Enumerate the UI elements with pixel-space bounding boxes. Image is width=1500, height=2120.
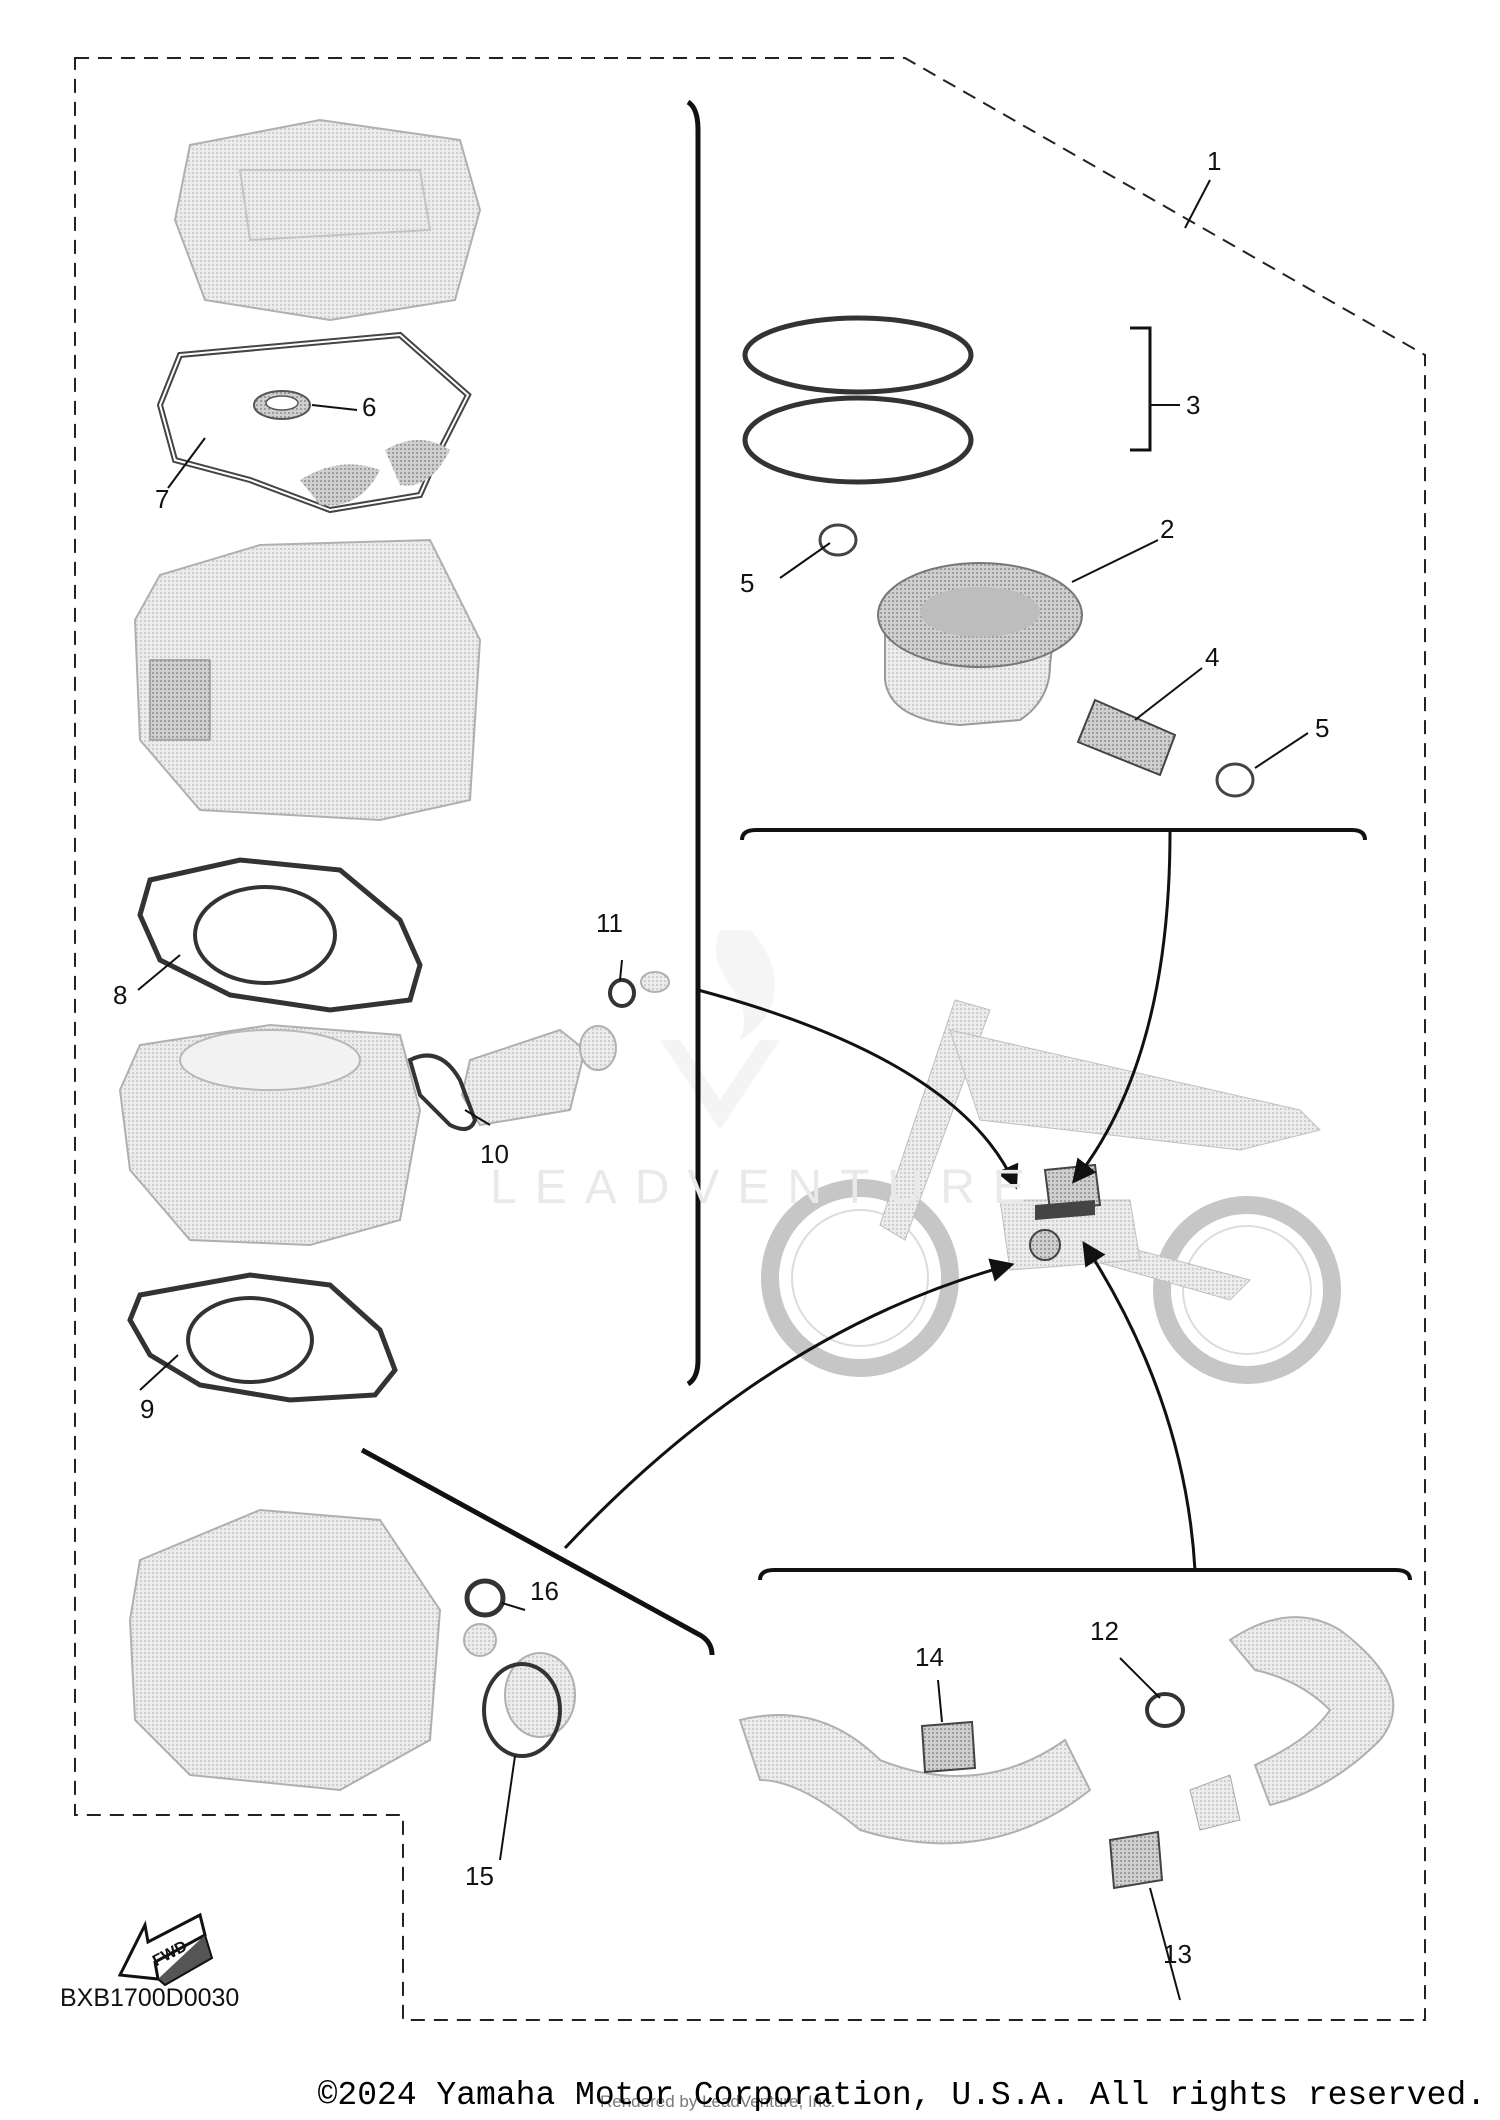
divider-piston-group xyxy=(740,828,1367,841)
leader-lines xyxy=(137,179,1309,2001)
water-pump-cover xyxy=(128,1508,576,1792)
o-ring-12 xyxy=(1145,1692,1185,1728)
thermostat-housing xyxy=(460,971,670,1127)
arrow-from-hose-group xyxy=(1082,1240,1197,1571)
callout-13: 13 xyxy=(1163,1939,1192,1969)
spark-plug-seal xyxy=(253,390,311,420)
o-ring-11 xyxy=(608,978,636,1008)
gasket-15 xyxy=(482,1662,562,1758)
ring-bracket xyxy=(1130,326,1152,452)
cylinder-base-gasket-bore xyxy=(186,1296,314,1384)
callout-3: 3 xyxy=(1186,390,1200,420)
divider-left-vertical xyxy=(686,99,701,1387)
cylinder-base-gasket xyxy=(127,1272,398,1403)
callout-7: 7 xyxy=(155,484,169,514)
callout-11: 11 xyxy=(596,908,623,938)
callout-5-right: 5 xyxy=(1315,713,1329,743)
rendered-by-credit: Rendered by LeadVenture, Inc. xyxy=(600,2092,836,2111)
circlip-right xyxy=(1215,762,1255,798)
arrow-from-cover-group xyxy=(563,1258,1015,1550)
callout-6: 6 xyxy=(362,392,376,422)
radiator-hoses xyxy=(738,1616,1395,1845)
hose-joint-14 xyxy=(920,1720,977,1774)
callout-14: 14 xyxy=(915,1642,944,1672)
callout-10: 10 xyxy=(480,1139,509,1169)
piston-ring-top xyxy=(742,315,974,395)
arrow-from-piston-group xyxy=(1072,831,1172,1184)
fwd-arrow-icon: FWD xyxy=(117,1912,214,1987)
copyright-notice: ©2024 Yamaha Motor Corporation, U.S.A. A… xyxy=(317,2077,1486,2114)
callout-12: 12 xyxy=(1090,1616,1119,1646)
piston xyxy=(877,562,1083,727)
callout-1: 1 xyxy=(1207,146,1221,176)
cylinder-head xyxy=(133,538,482,822)
piston-pin xyxy=(1076,698,1177,777)
arrow-from-engine-parts xyxy=(697,988,1019,1190)
kit-dashed-outline xyxy=(74,57,1426,2021)
thermostat-gasket xyxy=(407,1053,478,1131)
cylinder xyxy=(118,1023,422,1247)
hose-joint-13 xyxy=(1108,1830,1164,1890)
watermark-text: LEADVENTURE xyxy=(490,1161,1043,1214)
head-cover-gasket xyxy=(156,331,472,514)
cylinder-head-gasket xyxy=(137,857,423,1013)
diagram-code: BXB1700D0030 xyxy=(60,1984,240,2012)
divider-hose-group xyxy=(758,1568,1412,1581)
divider-cover-group xyxy=(360,1447,715,1656)
callout-4: 4 xyxy=(1205,642,1219,672)
callout-2: 2 xyxy=(1160,514,1174,544)
callout-8: 8 xyxy=(113,980,127,1010)
callout-9: 9 xyxy=(140,1394,154,1424)
piston-ring-second xyxy=(742,395,974,485)
circlip-left xyxy=(818,523,858,557)
o-ring-16 xyxy=(464,1578,506,1618)
cylinder-head-gasket-bore xyxy=(193,885,337,985)
callout-16: 16 xyxy=(530,1576,559,1606)
callout-15: 15 xyxy=(465,1861,494,1891)
callout-5-left: 5 xyxy=(740,568,754,598)
cylinder-head-cover xyxy=(173,118,482,322)
watermark-logo xyxy=(660,930,780,1130)
